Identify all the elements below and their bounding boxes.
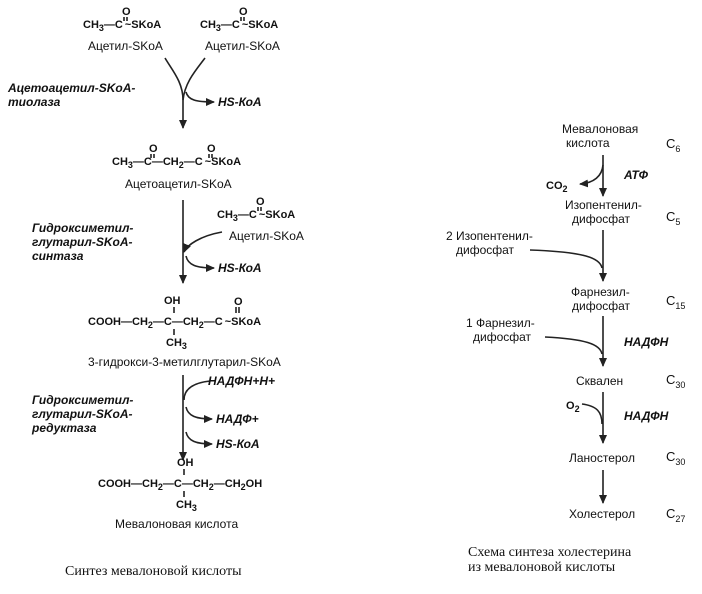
squalene: Сквален <box>576 374 623 388</box>
nadph-2: НАДФН <box>624 409 669 423</box>
farnesyl-line2: дифосфат <box>572 299 631 313</box>
cholesterol-synthesis-panel: Мевалоновая кислота C6 CO2 АТФ Изопентен… <box>446 122 685 575</box>
mevalonic-line1: Мевалоновая <box>562 122 638 136</box>
converge-arrow-left <box>164 57 184 101</box>
hs-koa-2: HS-КоА <box>218 261 262 275</box>
farnesyl-line1: Фарнезил- <box>571 285 630 299</box>
enzyme-thiolase-line2: тиолаза <box>8 95 61 109</box>
hs-koa-1-arrow <box>185 91 215 106</box>
svg-text:O: O <box>207 143 216 155</box>
hmg-skoa-name: 3-гидрокси-3-метилглутарил-SKoA <box>88 355 281 369</box>
right-caption-line1: Схема синтеза холестерина <box>468 545 632 560</box>
nadp-out: НАДФ+ <box>216 412 259 426</box>
nadph-in-arrow <box>183 380 211 401</box>
svg-text:O: O <box>234 296 243 308</box>
farnesyl-in-arrow <box>544 336 603 355</box>
add-farnesyl-line1: 1 Фарнезил- <box>466 316 535 330</box>
acetyl-skoa-3-name: Ацетил-SKoA <box>229 229 304 243</box>
svg-text:COOH—CH2—C—CH2—C~SKoA: COOH—CH2—C—CH2—C~SKoA <box>88 316 261 330</box>
svg-text:CH3—C~SKoA: CH3—C~SKoA <box>217 209 295 223</box>
nadph-h-in: НАДФН+Н+ <box>208 374 275 388</box>
acetyl-skoa-2-name: Ацетил-SKoA <box>205 39 280 53</box>
svg-text:CH3—C—CH2—C~SKoA: CH3—C—CH2—C~SKoA <box>112 156 241 170</box>
isopentenyl-in-arrow <box>529 249 603 269</box>
converge-arrow-right <box>182 57 206 101</box>
acetyl-in-arrow <box>183 231 223 253</box>
enzyme-reductase-line1: Гидроксиметил- <box>32 393 133 407</box>
left-caption: Синтез мевалоновой кислоты <box>65 564 242 579</box>
mevalonic-line2: кислота <box>566 136 610 150</box>
acetyl-skoa-2: CH3—C~SKoA O Ацетил-SKoA <box>200 6 280 53</box>
svg-text:CH3: CH3 <box>176 499 197 513</box>
o2-in-arrow <box>581 403 603 425</box>
add-isopentenyl-line2: дифосфат <box>456 243 515 257</box>
atp: АТФ <box>623 168 649 182</box>
acetoacetyl-skoa-name: Ацетоацетил-SKoA <box>125 177 232 191</box>
svg-text:OH: OH <box>164 295 181 307</box>
carbon-c30-a: C30 <box>666 372 685 390</box>
cholesterol: Холестерол <box>569 507 635 521</box>
mevalonic-acid: OH COOH—CH2—C—CH2—CH2OH CH3 Мевалоновая … <box>98 457 262 531</box>
o2: O2 <box>566 400 580 414</box>
add-farnesyl-line2: дифосфат <box>473 330 532 344</box>
enzyme-reductase-line3: редуктаза <box>31 421 97 435</box>
carbon-c5: C5 <box>666 209 680 227</box>
add-isopentenyl-line1: 2 Изопентенил- <box>446 229 533 243</box>
acetoacetyl-skoa: CH3—C—CH2—C~SKoA O O Ацетоацетил-SKoA <box>112 143 241 191</box>
right-caption-line2: из мевалоновой кислоты <box>468 560 616 575</box>
svg-text:COOH—CH2—C—CH2—CH2OH: COOH—CH2—C—CH2—CH2OH <box>98 478 262 492</box>
enzyme-thiolase-line1: Ацетоацетил-SKoA- <box>7 81 135 95</box>
svg-text:OH: OH <box>177 457 194 469</box>
svg-text:O: O <box>239 6 248 18</box>
hs-koa-3: HS-КоА <box>216 437 260 451</box>
acetyl-skoa-1: CH3—C~SKoA O Ацетил-SKoA <box>83 6 163 53</box>
acetyl-skoa-3: CH3—C~SKoA O Ацетил-SKoA <box>217 196 304 243</box>
hmg-skoa: OH COOH—CH2—C—CH2—C~SKoA O CH3 3-гидрокс… <box>88 295 281 369</box>
hs-koa-2-arrow <box>185 255 215 272</box>
svg-text:O: O <box>122 6 131 18</box>
hs-koa-1: HS-КоА <box>218 95 262 109</box>
carbon-c27: C27 <box>666 506 685 524</box>
mevalonate-synthesis-panel: CH3—C~SKoA O Ацетил-SKoA CH3—C~SKoA O Ац… <box>7 6 304 579</box>
svg-text:O: O <box>149 143 158 155</box>
co2: CO2 <box>546 180 568 194</box>
svg-text:O: O <box>256 196 265 208</box>
enzyme-synthase-line1: Гидроксиметил- <box>32 221 133 235</box>
mevalonic-acid-name: Мевалоновая кислота <box>115 517 238 531</box>
svg-text:CH3—C~SKoA: CH3—C~SKoA <box>200 19 278 33</box>
isopentenyl-line1: Изопентенил- <box>565 198 642 212</box>
svg-text:CH3—C~SKoA: CH3—C~SKoA <box>83 19 161 33</box>
nadph-1: НАДФН <box>624 335 669 349</box>
enzyme-reductase-line2: глутарил-SKoA- <box>32 407 133 421</box>
hs-koa-3-arrow <box>185 431 213 448</box>
nadp-out-arrow <box>185 406 213 423</box>
acetyl-skoa-1-name: Ацетил-SKoA <box>88 39 163 53</box>
enzyme-synthase-line2: глутарил-SKoA- <box>32 235 133 249</box>
svg-text:CH3: CH3 <box>166 337 187 351</box>
lanosterol: Ланостерол <box>569 451 635 465</box>
enzyme-synthase-line3: синтаза <box>32 249 84 263</box>
carbon-c6: C6 <box>666 136 680 154</box>
carbon-c15: C15 <box>666 293 685 311</box>
co2-out-arrow <box>579 164 604 188</box>
isopentenyl-line2: дифосфат <box>572 212 631 226</box>
carbon-c30-b: C30 <box>666 449 685 467</box>
